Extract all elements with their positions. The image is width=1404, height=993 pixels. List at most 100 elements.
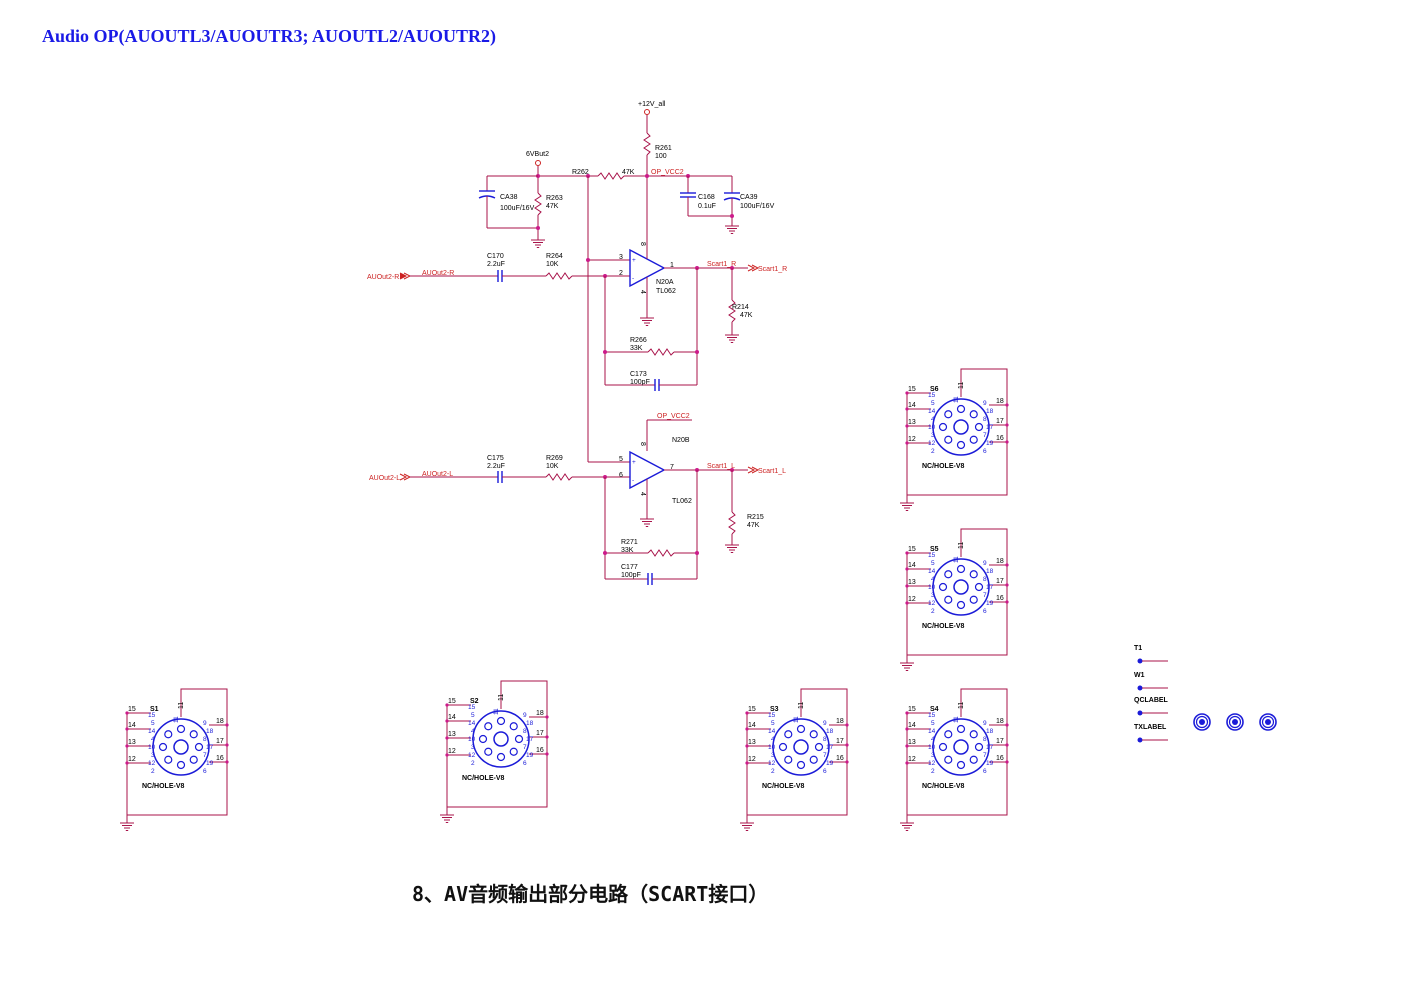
ca39-ref: CA39 — [740, 194, 758, 201]
connector-pin-label: 11 — [498, 694, 505, 701]
connector-inner-pin: 11 — [953, 556, 960, 563]
in-l-net: AUOut2-L — [422, 471, 453, 478]
connector-inner-pin: 6 — [983, 768, 987, 775]
c168-val: 0.1uF — [698, 203, 716, 210]
connector-inner-pin: 9 — [983, 560, 987, 567]
connector-inner-pin: 5 — [151, 720, 155, 727]
scart-connector-body-icon — [932, 398, 990, 456]
connector-inner-pin: 3 — [931, 592, 935, 599]
connector-ref: S4 — [930, 706, 939, 713]
r269-ref: R269 — [546, 455, 563, 462]
c177-val: 100pF — [621, 572, 641, 579]
connector-inner-pin: 8 — [983, 736, 987, 743]
connector-inner-pin: 15 — [928, 552, 936, 559]
connector-pin-label: 18 — [836, 718, 844, 725]
connector-inner-pin: 19 — [986, 600, 994, 607]
scart-connector-body-icon — [932, 718, 990, 776]
connector-inner-pin: 12 — [928, 440, 936, 447]
testpoint-icon — [1137, 737, 1143, 743]
c173-val: 100pF — [630, 379, 650, 386]
connector-pin-label: 16 — [216, 755, 224, 762]
c177-ref: C177 — [621, 564, 638, 571]
connector-inner-pin: 10 — [928, 584, 936, 591]
r215-val: 47K — [747, 522, 760, 529]
connector-group: 1514131218171611155144103122918817719611… — [119, 368, 1009, 831]
connector-inner-pin: 12 — [768, 760, 776, 767]
connector-inner-pin: 5 — [931, 720, 935, 727]
connector-inner-pin: 5 — [931, 560, 935, 567]
connector-pin-label: 17 — [536, 730, 544, 737]
connector-inner-pin: 17 — [826, 744, 834, 751]
r271-resistor-icon — [647, 549, 675, 557]
connector-inner-pin: 2 — [931, 608, 935, 615]
connector-pin-label: 17 — [996, 418, 1004, 425]
n20b-pin8: 8 — [639, 442, 646, 446]
vcc12-label: +12V_all — [638, 101, 666, 108]
testpoint: T1 — [1134, 645, 1168, 664]
v6-port-icon — [535, 160, 541, 166]
connector-pin-label: 17 — [996, 738, 1004, 745]
connector-pin-label: 14 — [908, 562, 916, 569]
r262-val: 47K — [622, 169, 635, 176]
mounting-hole-icon — [1259, 713, 1277, 731]
r215-resistor-icon — [728, 511, 736, 535]
connector-pin-label: 12 — [128, 756, 136, 763]
n20b-pin4: 4 — [639, 492, 646, 496]
connector-pin-label: 15 — [448, 698, 456, 705]
connector-inner-pin: 10 — [148, 744, 156, 751]
testpoint-icon — [1137, 710, 1143, 716]
testpoint-label: W1 — [1134, 672, 1145, 679]
connector-inner-pin: 8 — [523, 728, 527, 735]
ca39-val: 100uF/16V — [740, 203, 775, 210]
connector-pin-label: 16 — [996, 755, 1004, 762]
testpoint-label: T1 — [1134, 645, 1142, 652]
connector-pin-label: 12 — [748, 756, 756, 763]
connector-inner-pin: 2 — [471, 760, 475, 767]
power-section: +12V_all R261 100 R262 47K OP_VCC2 6VBut… — [478, 101, 775, 248]
connector-pin-label: 16 — [996, 595, 1004, 602]
n20a-pin2: 2 — [619, 270, 623, 277]
mounting-holes — [1193, 713, 1277, 731]
scart-connector-body-icon — [772, 718, 830, 776]
connector-inner-pin: 9 — [983, 400, 987, 407]
connector-ref: S6 — [930, 386, 939, 393]
connector-inner-pin: 5 — [931, 400, 935, 407]
testpoint-label: TXLABEL — [1134, 724, 1167, 731]
connector-inner-pin: 7 — [983, 592, 987, 599]
connector-ref: S2 — [470, 698, 479, 705]
connector-pin-label: 15 — [748, 706, 756, 713]
connector-pin-label: 13 — [448, 731, 456, 738]
connector-inner-pin: 14 — [148, 728, 156, 735]
r262-ref: R262 — [572, 169, 589, 176]
connector-inner-pin: 14 — [928, 408, 936, 415]
connector-inner-pin: 17 — [206, 744, 214, 751]
connector-inner-pin: 5 — [471, 712, 475, 719]
connector-pin-label: 15 — [908, 706, 916, 713]
connector-pin-label: 13 — [908, 419, 916, 426]
r264-val: 10K — [546, 261, 559, 268]
connector-inner-pin: 12 — [468, 752, 476, 759]
connector-inner-pin: 17 — [986, 744, 994, 751]
connector-inner-pin: 18 — [206, 728, 214, 735]
connector-inner-pin: 14 — [928, 568, 936, 575]
svg-text:-: - — [632, 275, 634, 282]
connector-ref: S3 — [770, 706, 779, 713]
connector-inner-pin: 12 — [928, 760, 936, 767]
connector-pin-label: 18 — [996, 718, 1004, 725]
connector-inner-pin: 15 — [928, 712, 936, 719]
connector-inner-pin: 15 — [928, 392, 936, 399]
connector-pin-label: 14 — [128, 722, 136, 729]
connector-inner-pin: 11 — [173, 716, 180, 723]
connector-ref: S5 — [930, 546, 939, 553]
connector-inner-pin: 6 — [823, 768, 827, 775]
connector-inner-pin: 3 — [931, 752, 935, 759]
connector-pin-label: 14 — [908, 402, 916, 409]
connector-inner-pin: 14 — [768, 728, 776, 735]
connector-type: NC/HOLE-V8 — [922, 783, 965, 790]
r261-ref: R261 — [655, 145, 672, 152]
connector-pin-label: 13 — [908, 739, 916, 746]
page-title: Audio OP(AUOUTL3/AUOUTR3; AUOUTL2/AUOUTR… — [42, 26, 497, 46]
connector-inner-pin: 18 — [986, 728, 994, 735]
connector-pin-label: 16 — [836, 755, 844, 762]
connector-type: NC/HOLE-V8 — [922, 463, 965, 470]
